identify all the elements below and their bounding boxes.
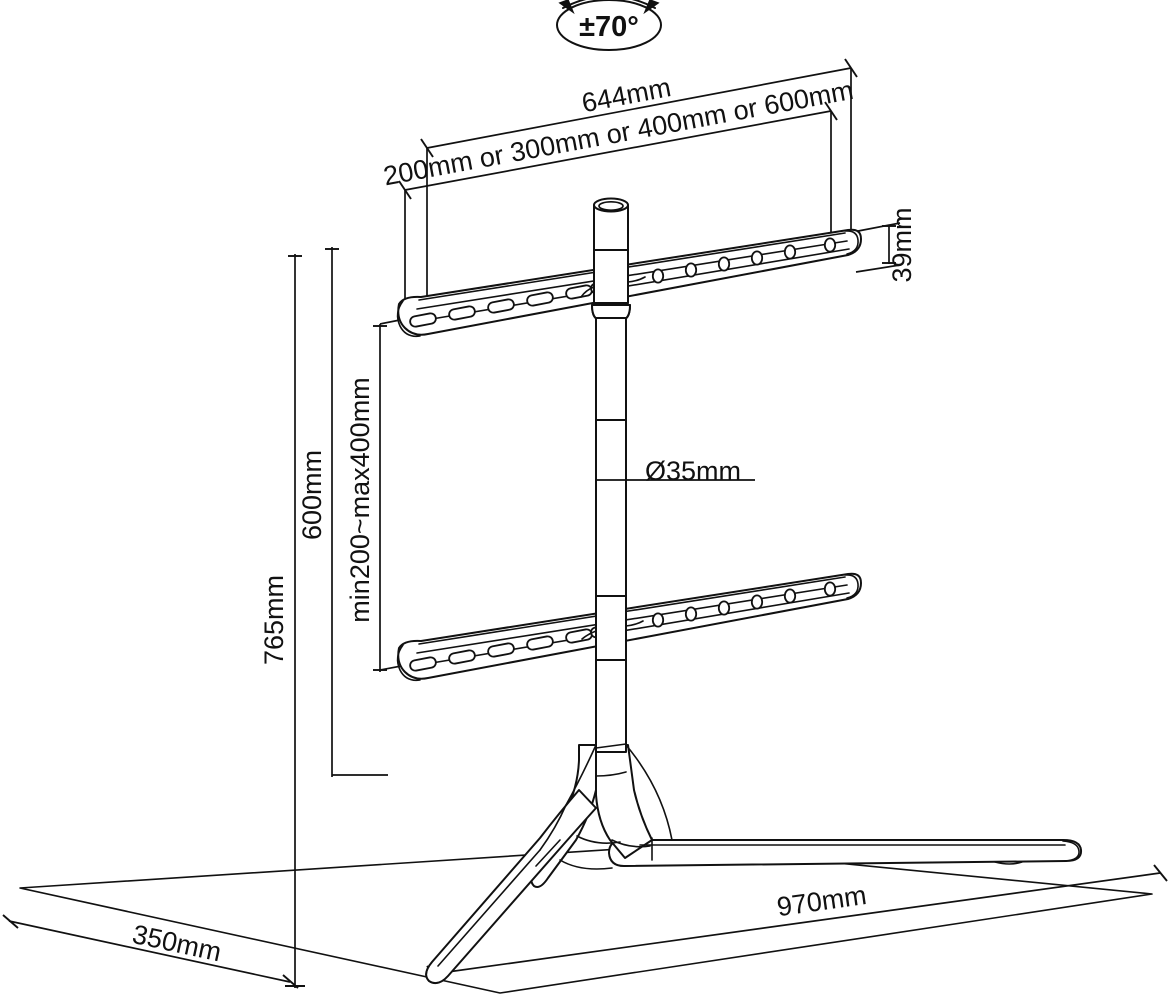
pole-bar-fillet-left [580,286,595,298]
upper-hole-5 [783,244,797,260]
upper-slot-3 [487,298,515,314]
dim-line-970 [432,872,1161,975]
lower-hole-4 [750,594,764,610]
upper-slot-1 [409,312,437,328]
base-collar-seam-1 [595,771,627,777]
dim-tick-970-right [1153,864,1168,882]
lower-slot-1 [409,656,437,672]
dimension-39mm-label: 39mm [887,207,917,282]
base-leg-left-inner [539,804,567,851]
dimension-diameter-label: Ø35mm [645,456,741,486]
upper-bar-left-cap [396,300,421,338]
dim-tick-350-left [2,914,19,929]
upper-mounting-bar [396,228,862,338]
dimension-travel: min200~max400mm [345,317,413,672]
dimension-39mm: 39mm [852,207,917,283]
lower-hole-3 [717,600,731,616]
lower-hole-5 [783,588,797,604]
pole-shaft-upper-front [595,317,627,421]
upper-bar-round-holes [651,237,837,284]
upper-bar-edge-1 [418,232,846,301]
dim-line-vesa [404,110,832,191]
lower-bar-edge-2 [416,584,848,654]
upper-slot-2 [448,305,476,321]
lower-hole-2 [684,606,698,622]
dimension-diameter-35mm: Ø35mm [596,456,755,486]
ext-line-39-top [852,222,901,233]
ext-line-39-bottom [855,264,901,273]
base-collar-seam-2 [559,859,613,870]
swivel-arrow-right-icon [643,0,660,15]
base-leg-left-flat [535,839,561,867]
upper-slot-4 [526,291,554,307]
dim-tick-644-left [420,138,434,158]
dim-tick-644-right [844,58,858,78]
pole-top-inner-bore [598,200,624,212]
lower-slot-4 [526,635,554,651]
lower-bar-edge-3 [413,592,850,667]
lower-slot-2 [448,649,476,665]
pole-through-upper-bar [580,249,646,421]
upper-bar-edge-3 [413,248,850,323]
dim-line-350 [8,920,291,983]
swivel-arc [562,0,656,9]
upper-hole-2 [684,262,698,278]
upper-hole-4 [750,250,764,266]
pole-base-seam [595,743,627,749]
base-leg-left-inner-2 [437,849,541,967]
lower-bar-edge-1 [418,576,846,645]
base-right-foot-pad [994,861,1023,865]
pole-shaft-lower [595,659,627,753]
pole-lower-fillet-right [625,620,644,627]
dim-tick-vesa-right [824,101,838,121]
lower-bar-right-cap [844,574,859,599]
pole-lower-fillet-left [581,630,597,640]
lower-hole-1 [651,612,665,628]
upper-hole-1 [651,268,665,284]
base-knuckle-edge-left [565,744,597,806]
lower-mounting-bar [396,572,862,682]
swivel-ellipse [556,0,662,51]
base-leg-front-left-tip [425,961,449,984]
pole-segment-at-upper-bar [593,249,629,304]
base-leg-right-tip [1062,840,1080,862]
upper-bar-right-cap [844,230,859,255]
dimension-350mm: 350mm [2,914,299,989]
dim-tick-vesa-left [398,180,412,200]
lower-bar-left-cap [396,644,421,682]
tripod-base [425,744,1083,985]
base-leg-right [608,839,1083,867]
lower-hole-6 [823,581,837,597]
dimension-600mm: 600mm [297,247,388,777]
floor-outline [19,845,1153,994]
dimension-travel-label: min200~max400mm [345,377,375,622]
dim-tick-350-right [282,974,299,989]
pole-lower-overlap [595,659,627,753]
floor-plane [19,845,1153,994]
pole-bar-fillet-right [627,276,646,283]
lower-bar-round-holes [651,581,837,628]
lower-slot-3 [487,642,515,658]
upper-hole-6 [823,237,837,253]
dimension-765mm: 765mm [259,254,305,988]
dimension-600mm-label: 600mm [297,450,327,540]
dimension-765mm-label: 765mm [259,575,289,665]
swivel-arrow-left-icon [558,0,575,15]
base-knuckle-edge-right [625,744,673,841]
base-central-knuckle [595,744,653,859]
upper-hole-3 [717,256,731,272]
swivel-angle-label: ±70° [579,11,639,43]
dim-line-644 [426,67,852,149]
swivel-angle-indicator: ±70° [556,0,662,51]
upper-bar-edge-2 [416,240,848,310]
base-hub-seam [611,839,651,848]
dimension-350mm-label: 350mm [130,919,224,967]
